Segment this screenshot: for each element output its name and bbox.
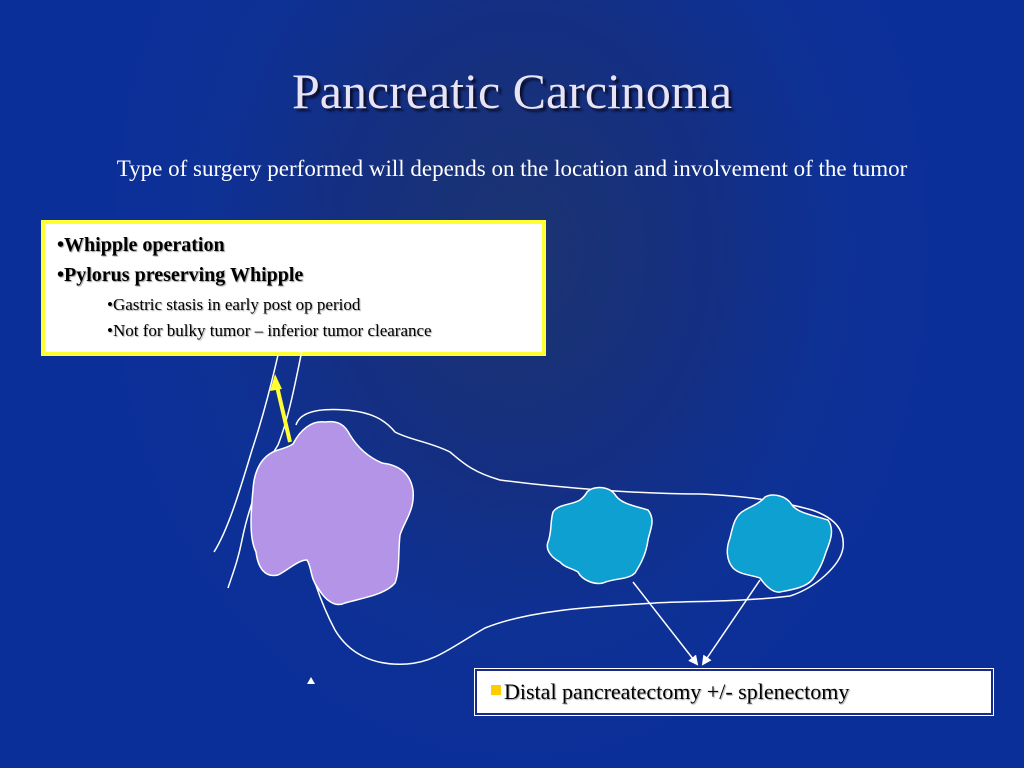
option-label: Pylorus preserving Whipple [64,264,304,286]
suboption-label: Gastric stasis in early post op period [112,295,361,314]
distal-pancreatectomy-label: Distal pancreatectomy +/- splenectomy [504,679,850,704]
pancreatic-head-tumor [250,420,414,606]
slide-subtitle: Type of surgery performed will depends o… [116,156,908,181]
distal-arrow-tail [701,579,761,666]
whipple-pointer-arrow [274,381,292,443]
option-whipple: •Whipple operation [57,234,225,257]
distal-pancreatectomy-box: Distal pancreatectomy +/- splenectomy [474,668,994,716]
small-triangle-marker [307,677,315,684]
whipple-pointer-arrowhead [270,374,282,391]
option-label: Whipple operation [64,234,225,256]
distal-arrow-body [632,581,699,666]
option-pylorus-preserving: •Pylorus preserving Whipple [57,264,303,287]
duodenum-line-left [213,354,279,553]
slide-title: Pancreatic Carcinoma [291,63,733,119]
bullet: • [57,264,65,286]
bullet: • [107,321,113,340]
suboption-label: Not for bulky tumor – inferior tumor cle… [112,321,432,340]
bullet: • [107,295,113,314]
suboption-gastric-stasis: •Gastric stasis in early post op period [107,295,360,315]
bullet: • [57,234,65,256]
surgery-options-box: •Whipple operation •Pylorus preserving W… [41,220,546,356]
pancreatic-body-tumor [546,486,653,585]
suboption-not-bulky: •Not for bulky tumor – inferior tumor cl… [107,321,432,341]
square-bullet-icon [491,685,501,695]
pancreatic-tail-tumor [726,494,833,593]
pancreas-outline [295,408,844,665]
